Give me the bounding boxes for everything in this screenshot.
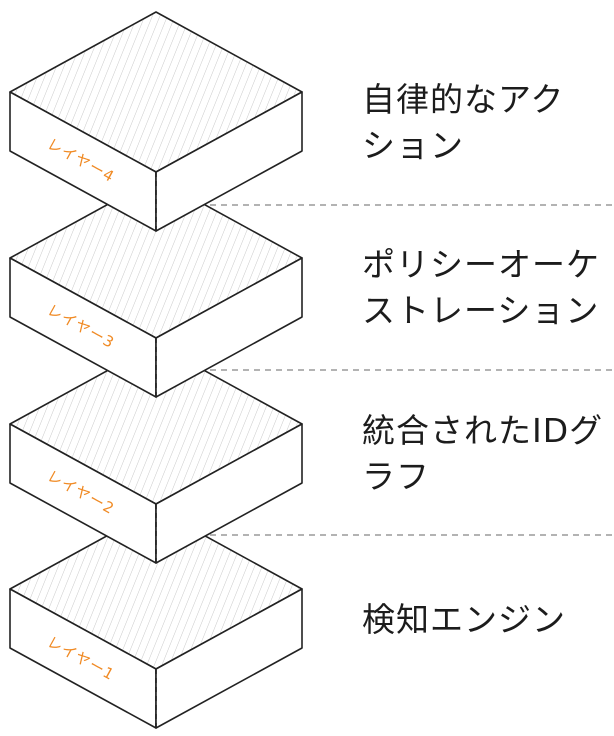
layer-block-1: レイヤー1 (9, 508, 303, 729)
layer-label-1: 検知エンジン (362, 600, 566, 639)
layer-block-2: レイヤー2 (9, 343, 303, 564)
layer-block-4: レイヤー4 (9, 11, 303, 232)
layer-label-3: ポリシーオーケ ストレーション (362, 245, 600, 330)
layer-block-3: レイヤー3 (9, 177, 303, 398)
layer-label-4: 自律的なアク ション (362, 80, 565, 165)
layer-label-2: 統合されたIDグ ラフ (362, 411, 604, 496)
